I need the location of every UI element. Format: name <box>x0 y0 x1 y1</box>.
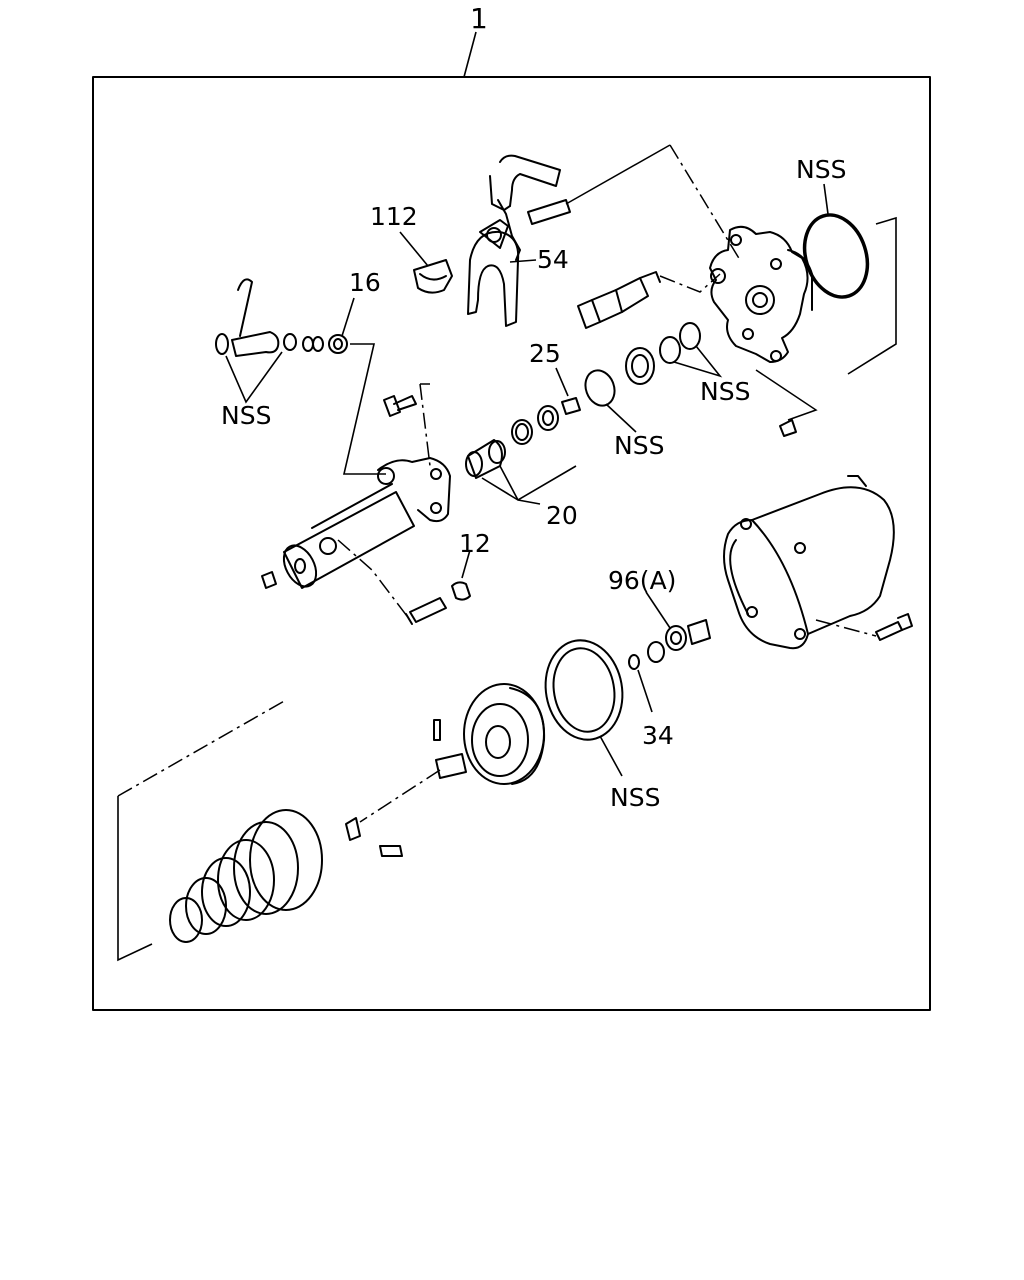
plug-12 <box>451 581 471 601</box>
label-96a: 96(A) <box>608 566 676 595</box>
front-cover <box>709 225 813 363</box>
valve-stem <box>215 278 348 357</box>
nut-small <box>779 419 797 437</box>
label-kit: 1 <box>470 2 488 35</box>
label-112: 112 <box>370 202 418 231</box>
rear-housing <box>723 475 895 650</box>
label-nss-bearings: NSS <box>700 377 750 406</box>
label-25: 25 <box>529 339 561 368</box>
shift-housing <box>261 457 451 589</box>
o-ring-mid <box>584 369 616 407</box>
label-16: 16 <box>349 268 381 297</box>
snap-ring-34 <box>628 654 640 670</box>
washer-96a <box>647 619 711 663</box>
label-nss-seal-top: NSS <box>796 155 846 184</box>
seal-ring-bottom <box>544 639 624 741</box>
breather-screw <box>405 597 447 625</box>
kit-leader <box>463 31 477 78</box>
label-nss-seal-bottom: NSS <box>610 783 660 812</box>
bracket-clip-112 <box>413 259 453 294</box>
pin-25 <box>561 397 581 415</box>
shaft <box>345 719 467 857</box>
bolt-right <box>875 613 913 641</box>
label-12: 12 <box>459 529 491 558</box>
seal-ring-top <box>802 213 870 299</box>
label-nss-mid: NSS <box>614 431 664 460</box>
shift-fork-54 <box>467 144 671 327</box>
bearings-nss <box>625 322 701 385</box>
label-54: 54 <box>537 245 569 274</box>
kit-frame <box>92 76 931 1011</box>
bolt-left <box>383 395 417 417</box>
bushings-20 <box>465 405 559 479</box>
label-nss-left: NSS <box>221 401 271 430</box>
spring-stack <box>169 809 323 943</box>
label-34: 34 <box>642 721 674 750</box>
pulley <box>463 683 546 785</box>
label-20: 20 <box>546 501 578 530</box>
sensor-rod <box>577 271 661 329</box>
